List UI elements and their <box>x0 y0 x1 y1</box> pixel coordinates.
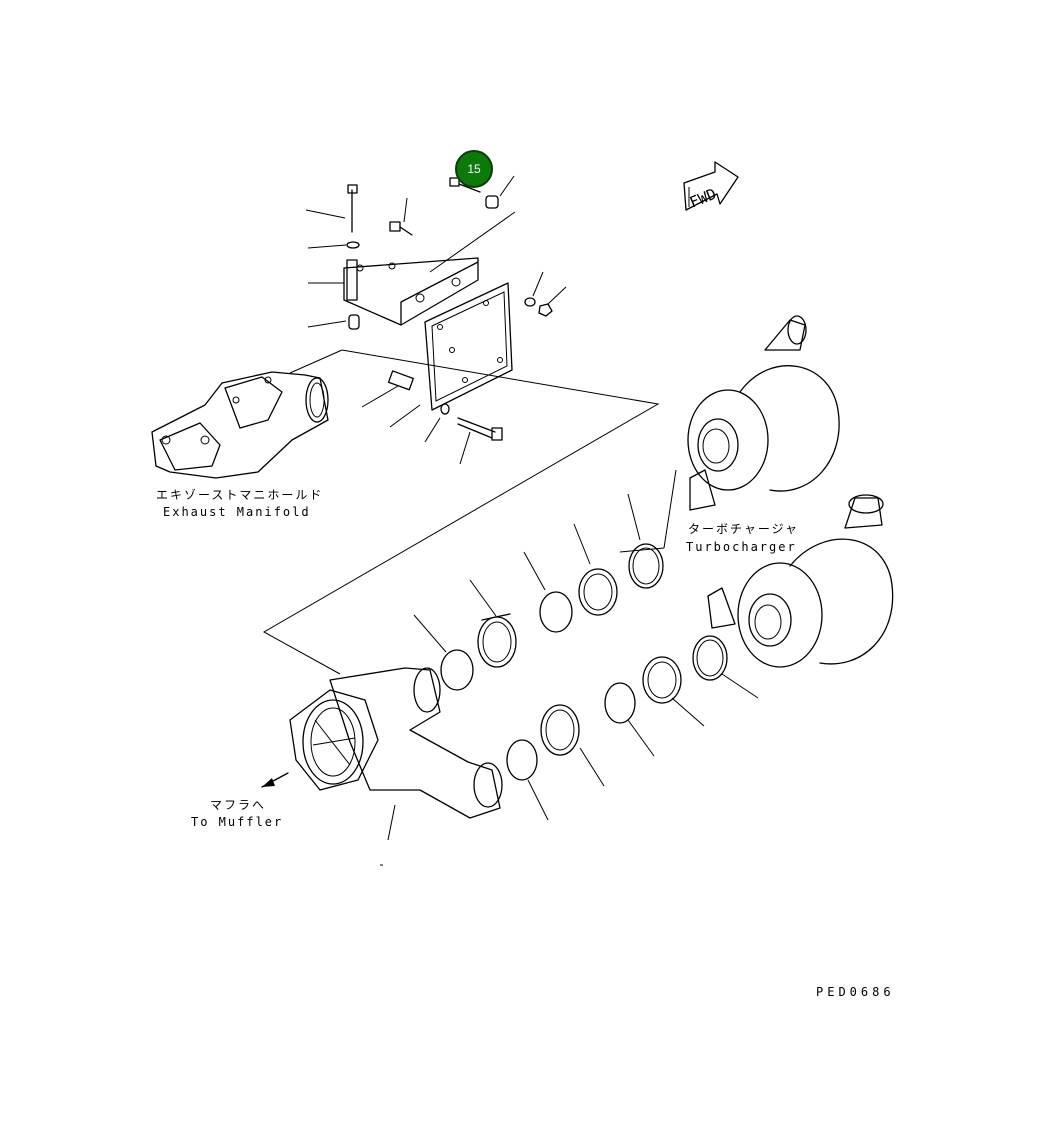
muffler-label-en: To Muffler <box>191 815 284 829</box>
fwd-text: FWD <box>687 185 719 212</box>
nut-washer <box>524 271 567 317</box>
exhaust-manifold <box>151 349 660 675</box>
turbocharger-label-en: Turbocharger <box>686 540 797 554</box>
y-exhaust-pipe <box>261 667 503 866</box>
exhaust-manifold-label-jp: エキゾーストマニホールド <box>156 488 324 502</box>
cover-plate <box>424 282 513 411</box>
drawing-code: PED0686 <box>816 985 895 999</box>
turbocharger-upper <box>619 315 840 553</box>
muffler-label-jp: マフラへ <box>210 798 267 812</box>
callout-15[interactable]: 15 <box>455 150 493 188</box>
turbocharger-label-jp: ターボチャージャ <box>688 522 800 536</box>
mounting-bracket <box>343 257 479 326</box>
exhaust-manifold-label-en: Exhaust Manifold <box>163 505 311 519</box>
upper-pipe-row <box>413 493 664 691</box>
forward-arrow-icon: FWD <box>683 161 739 212</box>
plate-hardware <box>361 370 503 465</box>
turbocharger-lower <box>707 494 894 668</box>
bracket-hardware <box>305 175 516 330</box>
lower-pipe-row <box>506 635 759 821</box>
